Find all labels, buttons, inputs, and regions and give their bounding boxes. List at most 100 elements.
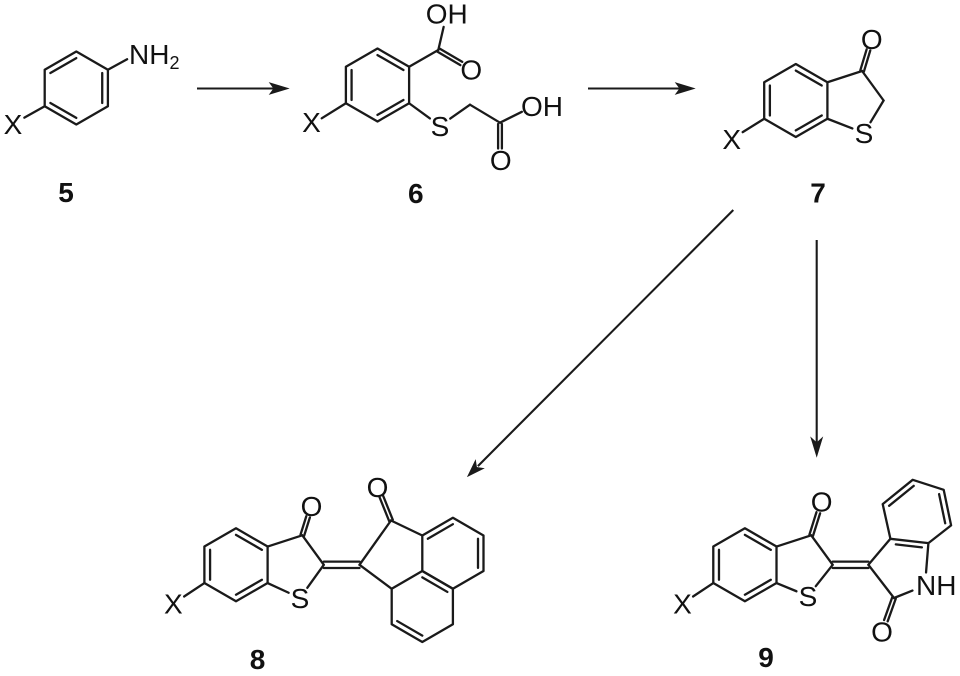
compound-5: X NH2 5 xyxy=(4,39,180,208)
compound-6: X OH O S OH O 6 xyxy=(302,0,563,209)
double-bond-inner xyxy=(426,523,455,540)
c-o-double-bond xyxy=(859,48,868,72)
amide-o-label: O xyxy=(871,617,893,648)
s-c7a-bond xyxy=(775,581,798,593)
substituent-x-label: X xyxy=(164,589,183,620)
c2-s-bond xyxy=(306,563,325,589)
acid-o-bottom-label: O xyxy=(490,145,512,176)
compound-7-benzene-ring xyxy=(741,62,829,139)
acenaphthylenone-o-label: O xyxy=(367,472,389,503)
naphthalene-upper-ring-outline xyxy=(421,516,485,590)
double-bond-inner xyxy=(376,98,405,117)
c3-c2-bond xyxy=(810,534,834,566)
c2-c3-bond xyxy=(867,563,896,600)
acid-oh-top-label: OH xyxy=(426,0,468,30)
arrow-shaft xyxy=(477,209,735,467)
sulfur-label: S xyxy=(431,111,450,142)
double-bond-inner xyxy=(49,101,78,120)
compound-8: X O O S 8 xyxy=(164,472,485,675)
compound-6-thioglycolic-chain xyxy=(407,102,523,150)
compound-7-number: 7 xyxy=(810,178,826,209)
arrow-5-to-6 xyxy=(197,82,290,95)
c-o-double-bond xyxy=(302,516,312,538)
sulfur-label: S xyxy=(291,583,310,614)
c-o-double-bond xyxy=(378,495,391,523)
compound-6-number: 6 xyxy=(408,178,424,209)
arrow-7-to-8 xyxy=(466,209,735,478)
compound-8-acenaphthylenone xyxy=(358,494,485,644)
double-bond-inner xyxy=(234,578,264,596)
compound-6-benzene-ring xyxy=(320,47,411,123)
carbonyl-to-naphthalene-bond xyxy=(389,519,424,537)
benzene-ring-outline xyxy=(344,47,411,123)
c-o-double-bond xyxy=(808,510,818,536)
double-bond-inner xyxy=(937,492,947,525)
c2-s-bond xyxy=(869,99,885,124)
ch2-to-carboxyl-bond xyxy=(468,103,502,124)
double-bond-inner xyxy=(49,56,78,75)
amine-label: NH2 xyxy=(129,39,179,73)
arrow-head xyxy=(268,82,290,95)
compound-8-exocyclic-double-bond xyxy=(322,560,361,570)
substituent-x-label: X xyxy=(4,109,23,140)
benzene-ring-outline xyxy=(712,527,778,603)
compound-5-number: 5 xyxy=(58,177,74,208)
ketone-o-label: O xyxy=(861,24,883,55)
double-bond-inner xyxy=(396,619,424,637)
c-o-double-bond xyxy=(438,47,464,63)
fused-double-bond-inner xyxy=(894,543,924,549)
amine-subscript-text: 2 xyxy=(169,53,179,73)
double-bond-inner xyxy=(234,533,264,551)
s-to-ch2-bond xyxy=(449,103,472,120)
c3-c2-bond xyxy=(301,534,325,566)
c-o-double-bond xyxy=(299,515,308,536)
compound-7-thiophenone-ring xyxy=(826,48,885,130)
compound-8-thiophenone-ring xyxy=(266,515,325,594)
benzene-ring-outline xyxy=(43,50,110,126)
ring-to-s-bond xyxy=(407,102,432,120)
amine-bond xyxy=(106,58,129,71)
x-substituent-bond xyxy=(182,581,206,598)
acid-o-top-label: O xyxy=(460,54,482,85)
s-c7a-bond xyxy=(826,117,854,130)
arrow-head xyxy=(674,82,696,95)
thiophenone-o-label: O xyxy=(811,487,833,518)
c-o-double-bond xyxy=(811,512,822,538)
compound-8-benzene-ring xyxy=(182,527,269,603)
c3-c3a-bond xyxy=(867,537,892,566)
c-o-double-bond xyxy=(862,49,872,73)
c-o-double-bond xyxy=(882,596,894,622)
c-oh-bond xyxy=(437,25,445,52)
c2-s-bond xyxy=(814,563,834,588)
double-bond-inner xyxy=(794,69,823,87)
arrow-7-to-9 xyxy=(810,240,824,458)
c-oh-bond xyxy=(498,110,523,124)
benzene-ring-outline xyxy=(763,62,829,139)
sulfur-label: S xyxy=(855,118,874,149)
fused-bond xyxy=(889,537,930,545)
c3a-c3-bond xyxy=(266,534,304,548)
amide-nh-label: NH xyxy=(916,570,956,601)
double-bond-inner xyxy=(743,533,772,551)
compound-9-thiophenone-ring xyxy=(775,510,834,593)
x-substituent-bond xyxy=(320,102,348,120)
c-o-double-bond xyxy=(436,50,462,67)
substituent-x-label: X xyxy=(302,107,321,138)
amine-nh-text: NH xyxy=(129,39,169,70)
n-c2-bond xyxy=(892,589,914,600)
compound-9: X O S NH O 9 xyxy=(673,478,956,673)
naphthalene-lower-ring-outline xyxy=(390,569,455,644)
c-o-double-bond xyxy=(886,597,897,623)
x-substituent-bond xyxy=(741,117,766,134)
substituent-x-label: X xyxy=(673,588,692,619)
acid-oh-side-label: OH xyxy=(521,91,563,122)
thiophenone-o-label: O xyxy=(301,491,323,522)
substituent-x-label: X xyxy=(722,124,741,155)
double-bond-inner xyxy=(376,53,405,72)
c3-c2-bond xyxy=(860,69,885,102)
double-bond-inner xyxy=(794,114,823,132)
compound-9-oxindole xyxy=(867,478,953,623)
arrow-6-to-7 xyxy=(588,82,696,95)
